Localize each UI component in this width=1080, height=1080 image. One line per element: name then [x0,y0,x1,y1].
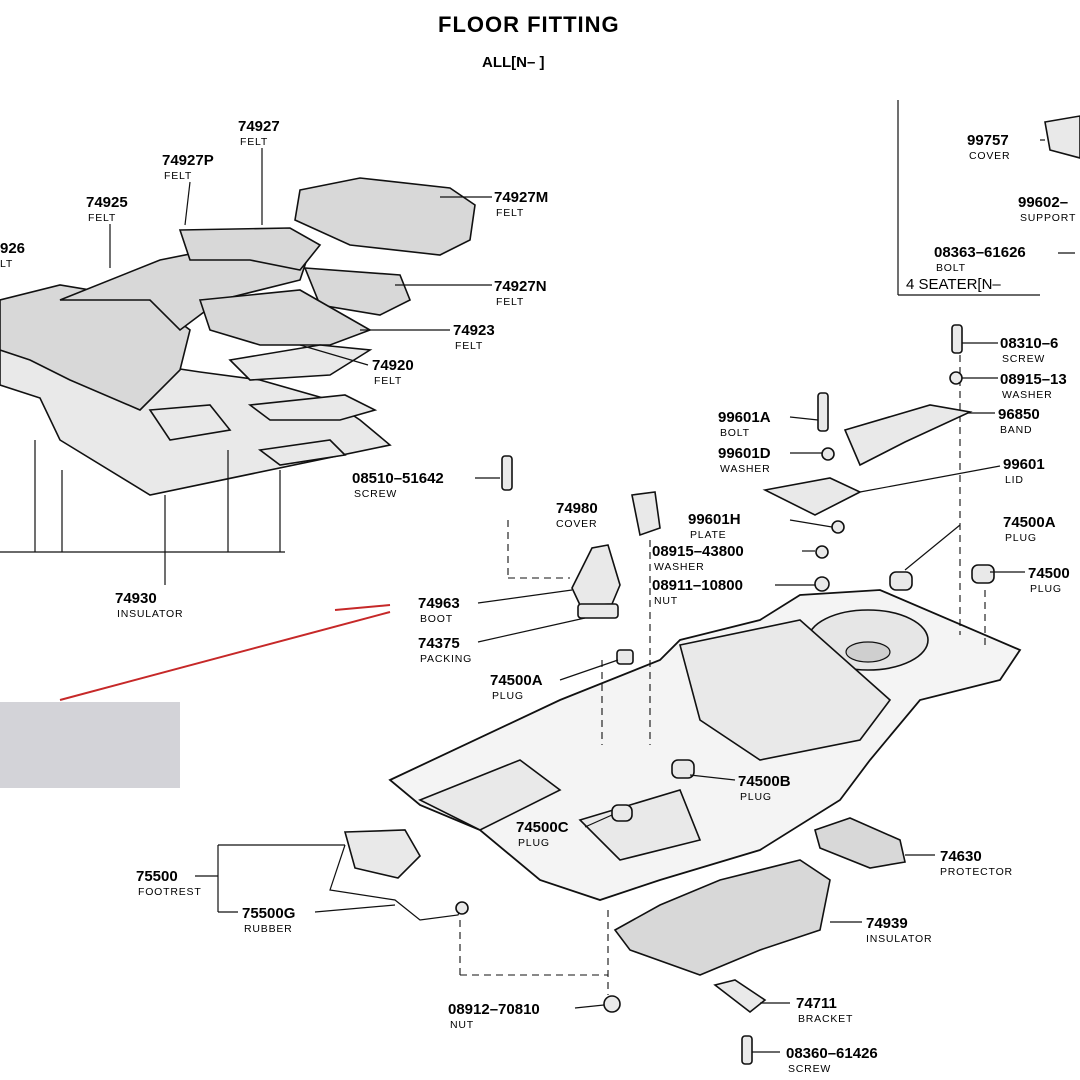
label-74500-num: 74500 [1028,565,1070,582]
label-74375-name: PACKING [420,653,472,665]
page-subtitle: ALL[N– ] [482,54,545,71]
four-seater-label: 4 SEATER[N– [906,276,1001,293]
label-96850-num: 96850 [998,406,1040,423]
label-74963-name: BOOT [420,613,453,625]
label-96850-name: BAND [1000,424,1032,436]
label-74500C-num: 74500C [516,819,569,836]
label-74920-num: 74920 [372,357,414,374]
label-74927M-name: FELT [496,207,524,219]
label-99601A-num: 99601A [718,409,771,426]
label-99601H-num: 99601H [688,511,741,528]
label-74500B-num: 74500B [738,773,791,790]
label-74925-num: 74925 [86,194,128,211]
label-08915a-name: WASHER [1002,389,1053,401]
label-74925-name: FELT [88,212,116,224]
label-74927P-num: 74927P [162,152,214,169]
part-labels: 74927 FELT 74927P FELT 74925 FELT 926 LT… [0,118,1076,1075]
label-74926-num: 926 [0,240,25,257]
label-74500-name: PLUG [1030,583,1062,595]
label-75500-num: 75500 [136,868,178,885]
label-74500A-right-num: 74500A [1003,514,1056,531]
label-74375-num: 74375 [418,635,460,652]
four-seater-box [897,100,1080,296]
label-74930-num: 74930 [115,590,157,607]
label-74923-num: 74923 [453,322,495,339]
label-75500-name: FOOTREST [138,886,202,898]
label-99601A-name: BOLT [720,427,750,439]
label-99601D-name: WASHER [720,463,771,475]
label-74630-num: 74630 [940,848,982,865]
label-08915b-num: 08915–43800 [652,543,744,560]
label-99757-num: 99757 [967,132,1009,149]
page-title: FLOOR FITTING [438,12,620,37]
leader-lines [109,139,1075,1053]
label-08915a-num: 08915–13 [1000,371,1067,388]
label-74963-num: 74963 [418,595,460,612]
label-74927N-num: 74927N [494,278,547,295]
label-99601D-num: 99601D [718,445,771,462]
label-75500G-num: 75500G [242,905,295,922]
callout-arrow [59,611,391,701]
label-99601H-name: PLATE [690,529,726,541]
label-08363-name: BOLT [936,262,966,274]
label-08360-num: 08360–61426 [786,1045,878,1062]
label-74927P-name: FELT [164,170,192,182]
label-74920-name: FELT [374,375,402,387]
label-08360-name: SCREW [788,1063,831,1075]
label-08911-num: 08911–10800 [652,577,743,594]
label-74500A-left-num: 74500A [490,672,543,689]
floor-pan-drawing [388,355,1022,1014]
label-08912-num: 08912–70810 [448,1001,540,1018]
label-74927-num: 74927 [238,118,280,135]
small-parts [329,324,995,1065]
label-74927N-name: FELT [496,296,524,308]
label-08911-name: NUT [654,595,678,607]
label-08510-name: SCREW [354,488,397,500]
overlay-box [0,702,180,788]
label-74927M-num: 74927M [494,189,548,206]
label-74500C-name: PLUG [518,837,550,849]
label-74923-name: FELT [455,340,483,352]
label-99757-name: COVER [969,150,1010,162]
label-99601-num: 99601 [1003,456,1045,473]
label-08310-num: 08310–6 [1000,335,1058,352]
label-74500A-right-name: PLUG [1005,532,1037,544]
label-74630-name: PROTECTOR [940,866,1013,878]
label-74500B-name: PLUG [740,791,772,803]
label-74939-num: 74939 [866,915,908,932]
label-99602-name: SUPPORT [1020,212,1076,224]
label-74939-name: INSULATOR [866,933,932,945]
label-74711-name: BRACKET [798,1013,853,1025]
label-74980-name: COVER [556,518,597,530]
label-08363-num: 08363–61626 [934,244,1026,261]
label-74926-name: LT [0,258,13,270]
label-74500A-left-name: PLUG [492,690,524,702]
label-99602-num: 99602– [1018,194,1068,211]
label-08310-name: SCREW [1002,353,1045,365]
label-75500G-name: RUBBER [244,923,293,935]
label-99601-name: LID [1005,474,1024,486]
label-74927-name: FELT [240,136,268,148]
label-08915b-name: WASHER [654,561,705,573]
label-08912-name: NUT [450,1019,474,1031]
label-74980-num: 74980 [556,500,598,517]
felt-assembly-drawing [0,177,476,585]
label-74711-num: 74711 [796,995,837,1012]
label-74930-name: INSULATOR [117,608,183,620]
label-08510-num: 08510–51642 [352,470,444,487]
